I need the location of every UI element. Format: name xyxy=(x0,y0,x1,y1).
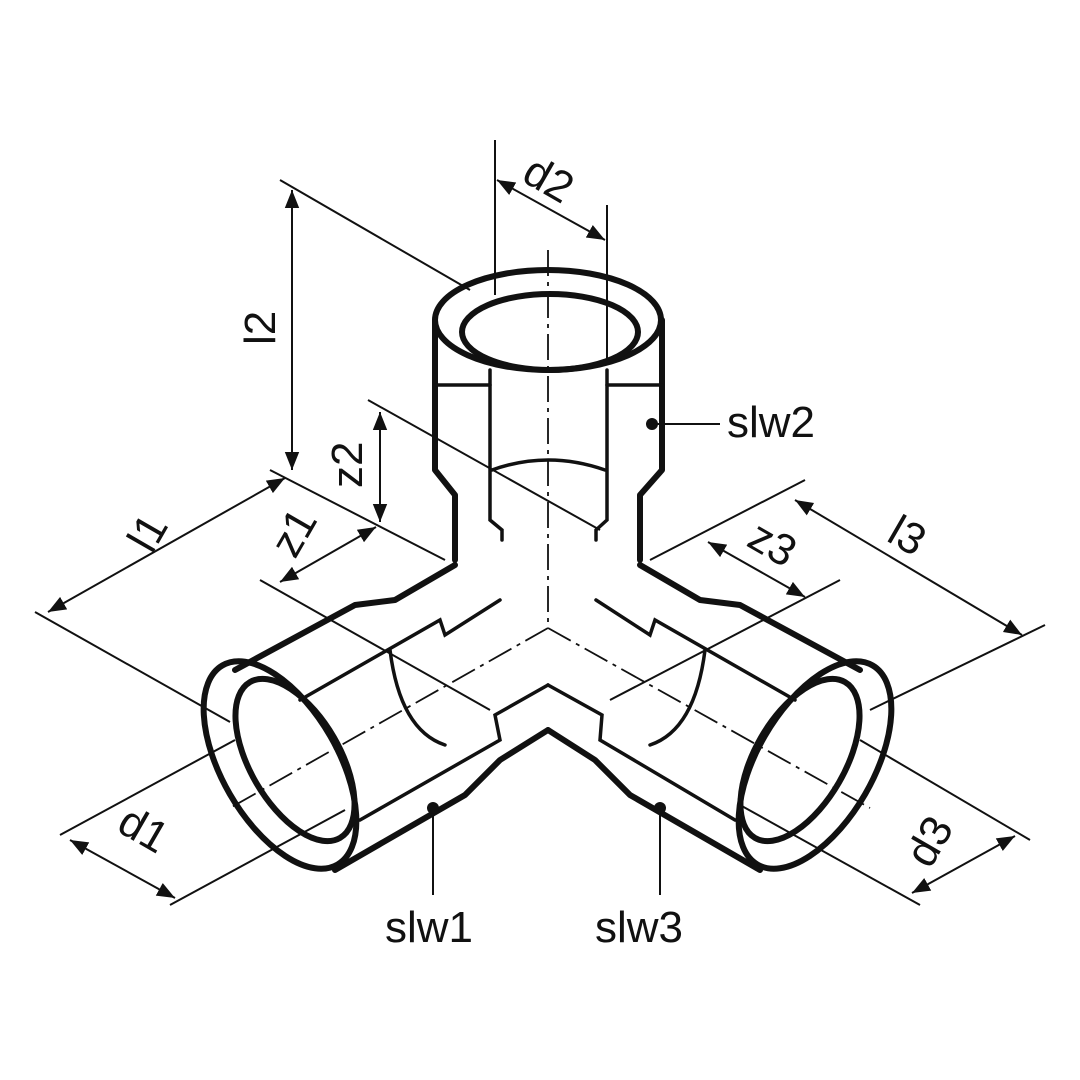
center-lines xyxy=(229,250,871,809)
left-socket xyxy=(200,562,551,873)
label-z3: z3 xyxy=(740,511,805,577)
label-slw1: slw1 xyxy=(385,903,473,952)
top-socket xyxy=(432,267,665,563)
label-z2: z2 xyxy=(323,442,372,488)
label-d2: d2 xyxy=(515,146,582,213)
dimension-lines xyxy=(34,140,1046,906)
slw1-marker xyxy=(427,802,439,814)
label-l2: l2 xyxy=(236,311,285,345)
label-d1: d1 xyxy=(110,796,177,863)
label-slw3: slw3 xyxy=(595,903,683,952)
slw2-marker xyxy=(646,418,658,430)
label-l1: l1 xyxy=(118,506,178,560)
right-socket xyxy=(545,562,895,873)
slw3-marker xyxy=(654,802,666,814)
label-z1: z1 xyxy=(261,500,327,565)
label-slw2: slw2 xyxy=(727,398,815,447)
label-l3: l3 xyxy=(880,506,934,566)
label-d3: d3 xyxy=(896,808,963,875)
